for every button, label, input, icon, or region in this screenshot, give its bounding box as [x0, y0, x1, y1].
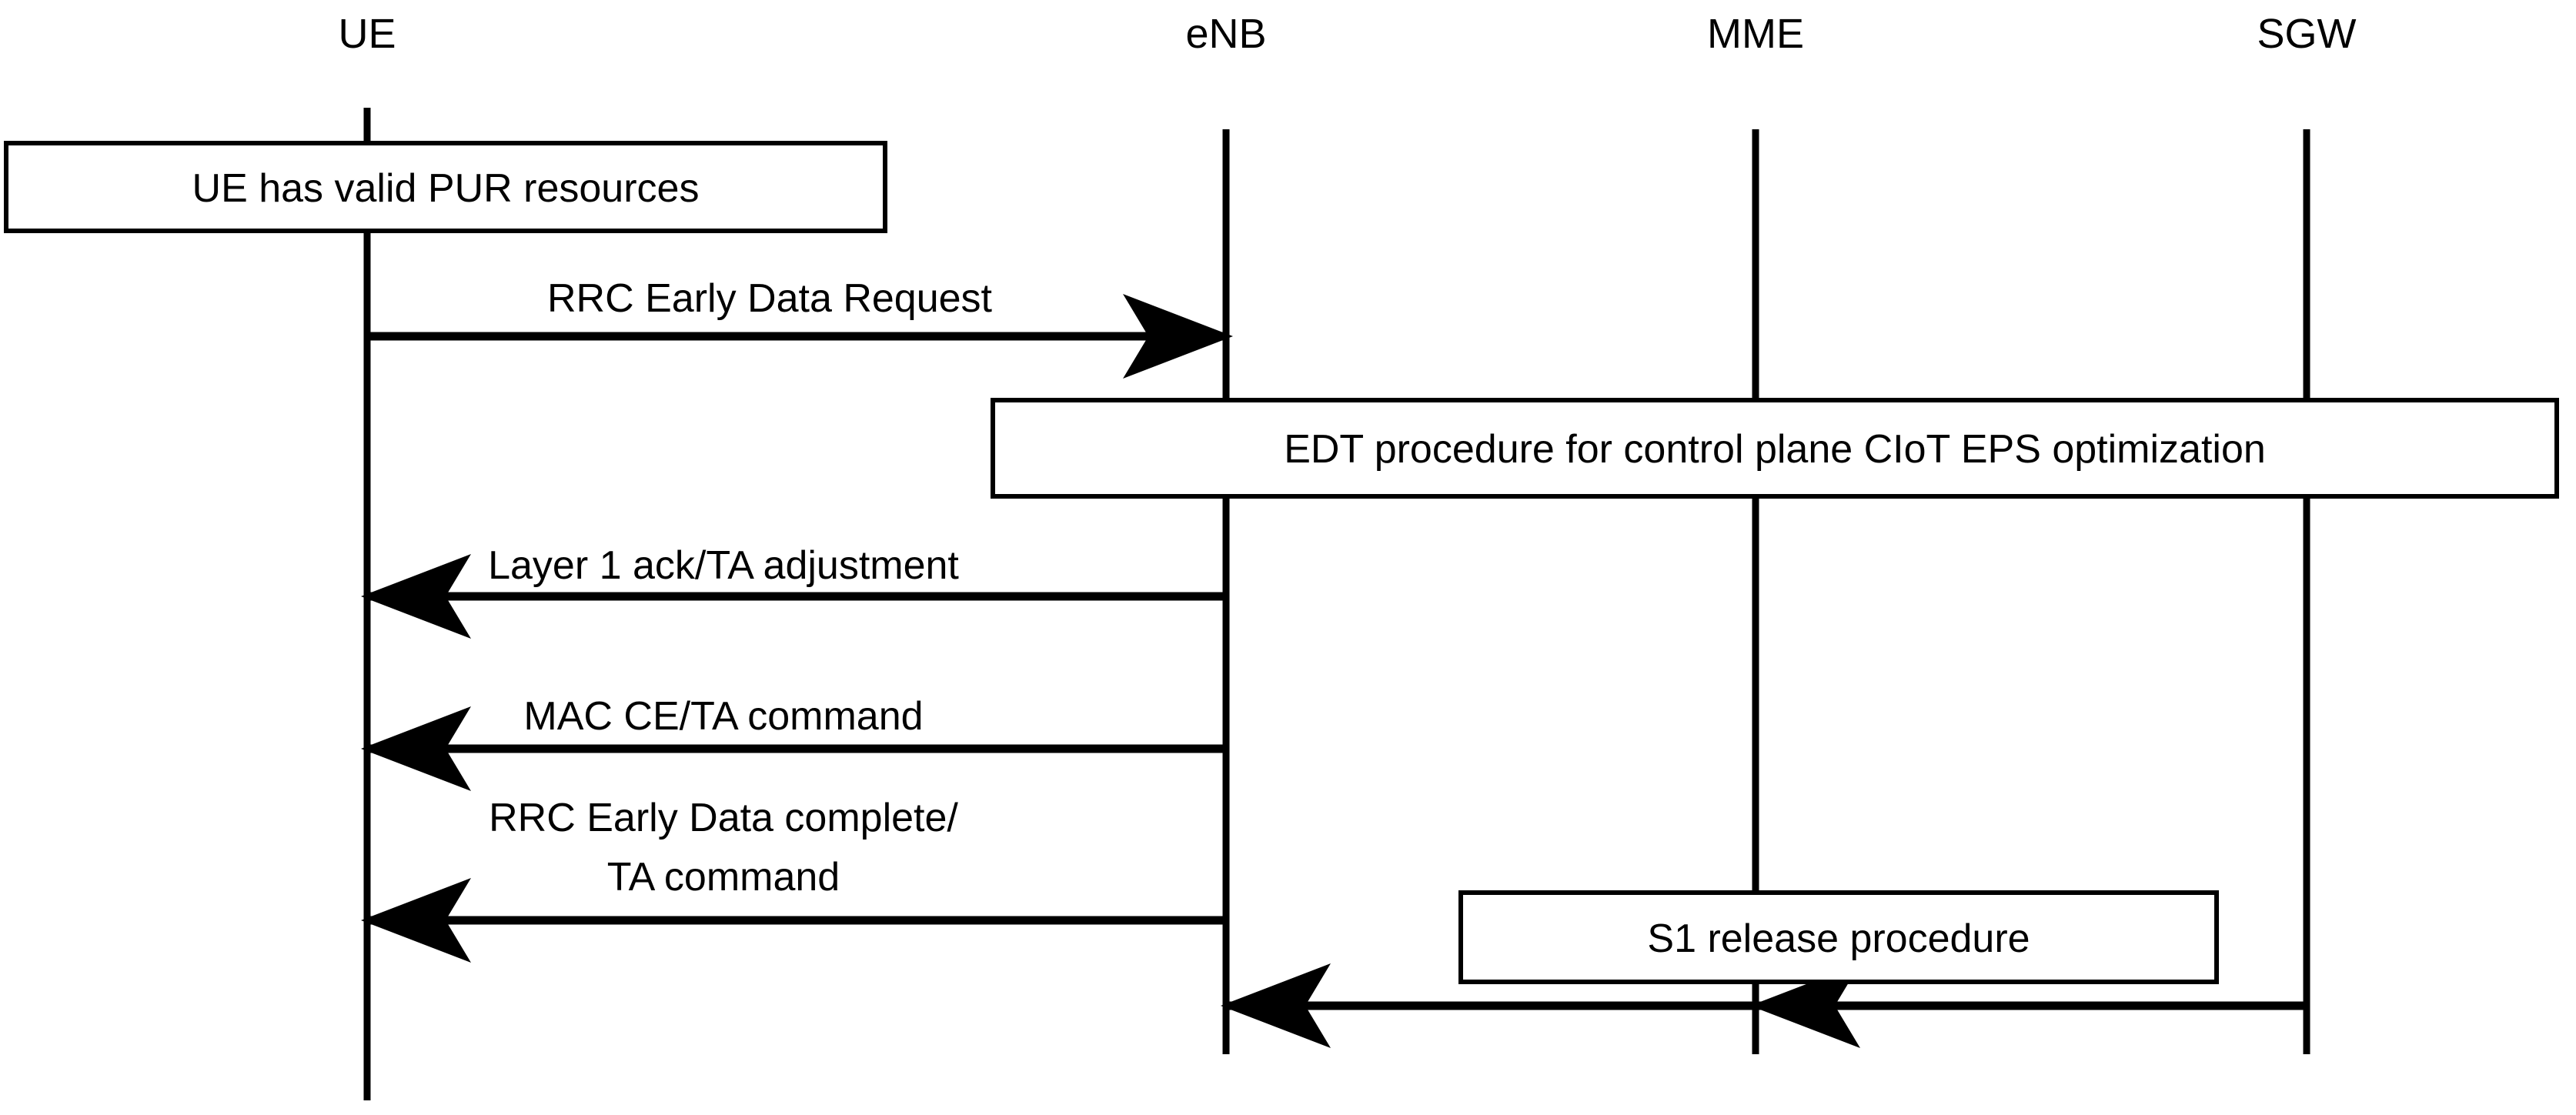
message-label-rrc-early-data-complete-ta-command: RRC Early Data complete/: [489, 796, 958, 840]
message-label-layer1-ack-ta-adjustment: Layer 1 ack/TA adjustment: [488, 543, 959, 588]
note-label-pur-note: UE has valid PUR resources: [192, 166, 700, 211]
note-pur-note: UE has valid PUR resources: [4, 141, 887, 233]
message-mac-ce-ta-command[interactable]: MAC CE/TA command: [361, 694, 1225, 791]
message-rrc-early-data-complete-ta-command[interactable]: RRC Early Data complete/TA command: [361, 796, 1225, 963]
note-edt-note: EDT procedure for control plane CIoT EPS…: [991, 398, 2559, 499]
lifeline-label-sgw: SGW: [2257, 11, 2357, 57]
note-box-edt-note: [991, 398, 2559, 499]
note-box-s1-release-note: [1458, 890, 2219, 984]
lifeline-label-mme: MME: [1707, 11, 1804, 57]
message-layer1-ack-ta-adjustment[interactable]: Layer 1 ack/TA adjustment: [361, 543, 1225, 639]
note-label-edt-note: EDT procedure for control plane CIoT EPS…: [1284, 427, 2266, 472]
note-s1-release-note: S1 release procedure: [1458, 890, 2219, 984]
lifeline-label-ue: UE: [338, 11, 396, 57]
message-label-rrc-early-data-complete-ta-command: TA command: [607, 855, 840, 900]
note-box-pur-note: [4, 141, 887, 233]
lifeline-sgw: SGW: [2257, 11, 2357, 1054]
note-label-s1-release-note: S1 release procedure: [1647, 916, 2030, 961]
message-rrc-early-data-request[interactable]: RRC Early Data Request: [369, 276, 1233, 379]
message-label-rrc-early-data-request: RRC Early Data Request: [547, 276, 993, 321]
lifeline-enb: eNB: [1185, 11, 1267, 1054]
lifeline-label-enb: eNB: [1185, 11, 1266, 57]
message-label-mac-ce-ta-command: MAC CE/TA command: [523, 694, 923, 739]
